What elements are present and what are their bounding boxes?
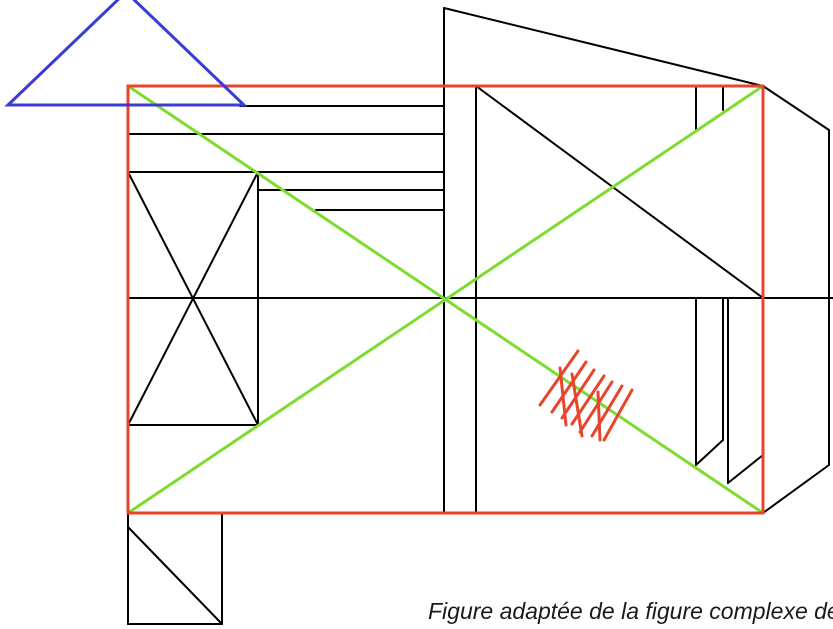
bottom-box-diagonal: [127, 526, 223, 625]
scribble-stroke-9: [570, 372, 584, 438]
bottom-strip-diagonal-1: [695, 439, 724, 466]
bottom-strip-diagonal-2: [727, 454, 764, 484]
red-scribble: [538, 349, 634, 442]
green-diagonals: [126, 84, 765, 515]
scribble-stroke-10: [596, 390, 602, 442]
scribble-stroke-1: [538, 349, 580, 407]
scribble-stroke-7: [602, 388, 634, 442]
scribble-stroke-5: [578, 380, 614, 434]
right-inner-diagonal: [475, 85, 764, 299]
flag-top-edge: [443, 7, 764, 87]
scribble-stroke-2: [550, 360, 588, 414]
blue-triangle: [4, 0, 248, 107]
trapezoid-top: [762, 85, 830, 131]
green-diagonal-2: [126, 84, 765, 515]
trapezoid-bottom: [762, 464, 830, 514]
black-outline-lines: [127, 7, 833, 625]
scribble-stroke-3: [560, 368, 596, 420]
scribble-stroke-8: [558, 366, 568, 427]
figure-caption: Figure adaptée de la figure complexe de: [428, 598, 833, 624]
red-main-rectangle: [126, 84, 765, 515]
scribble-stroke-6: [590, 384, 624, 438]
